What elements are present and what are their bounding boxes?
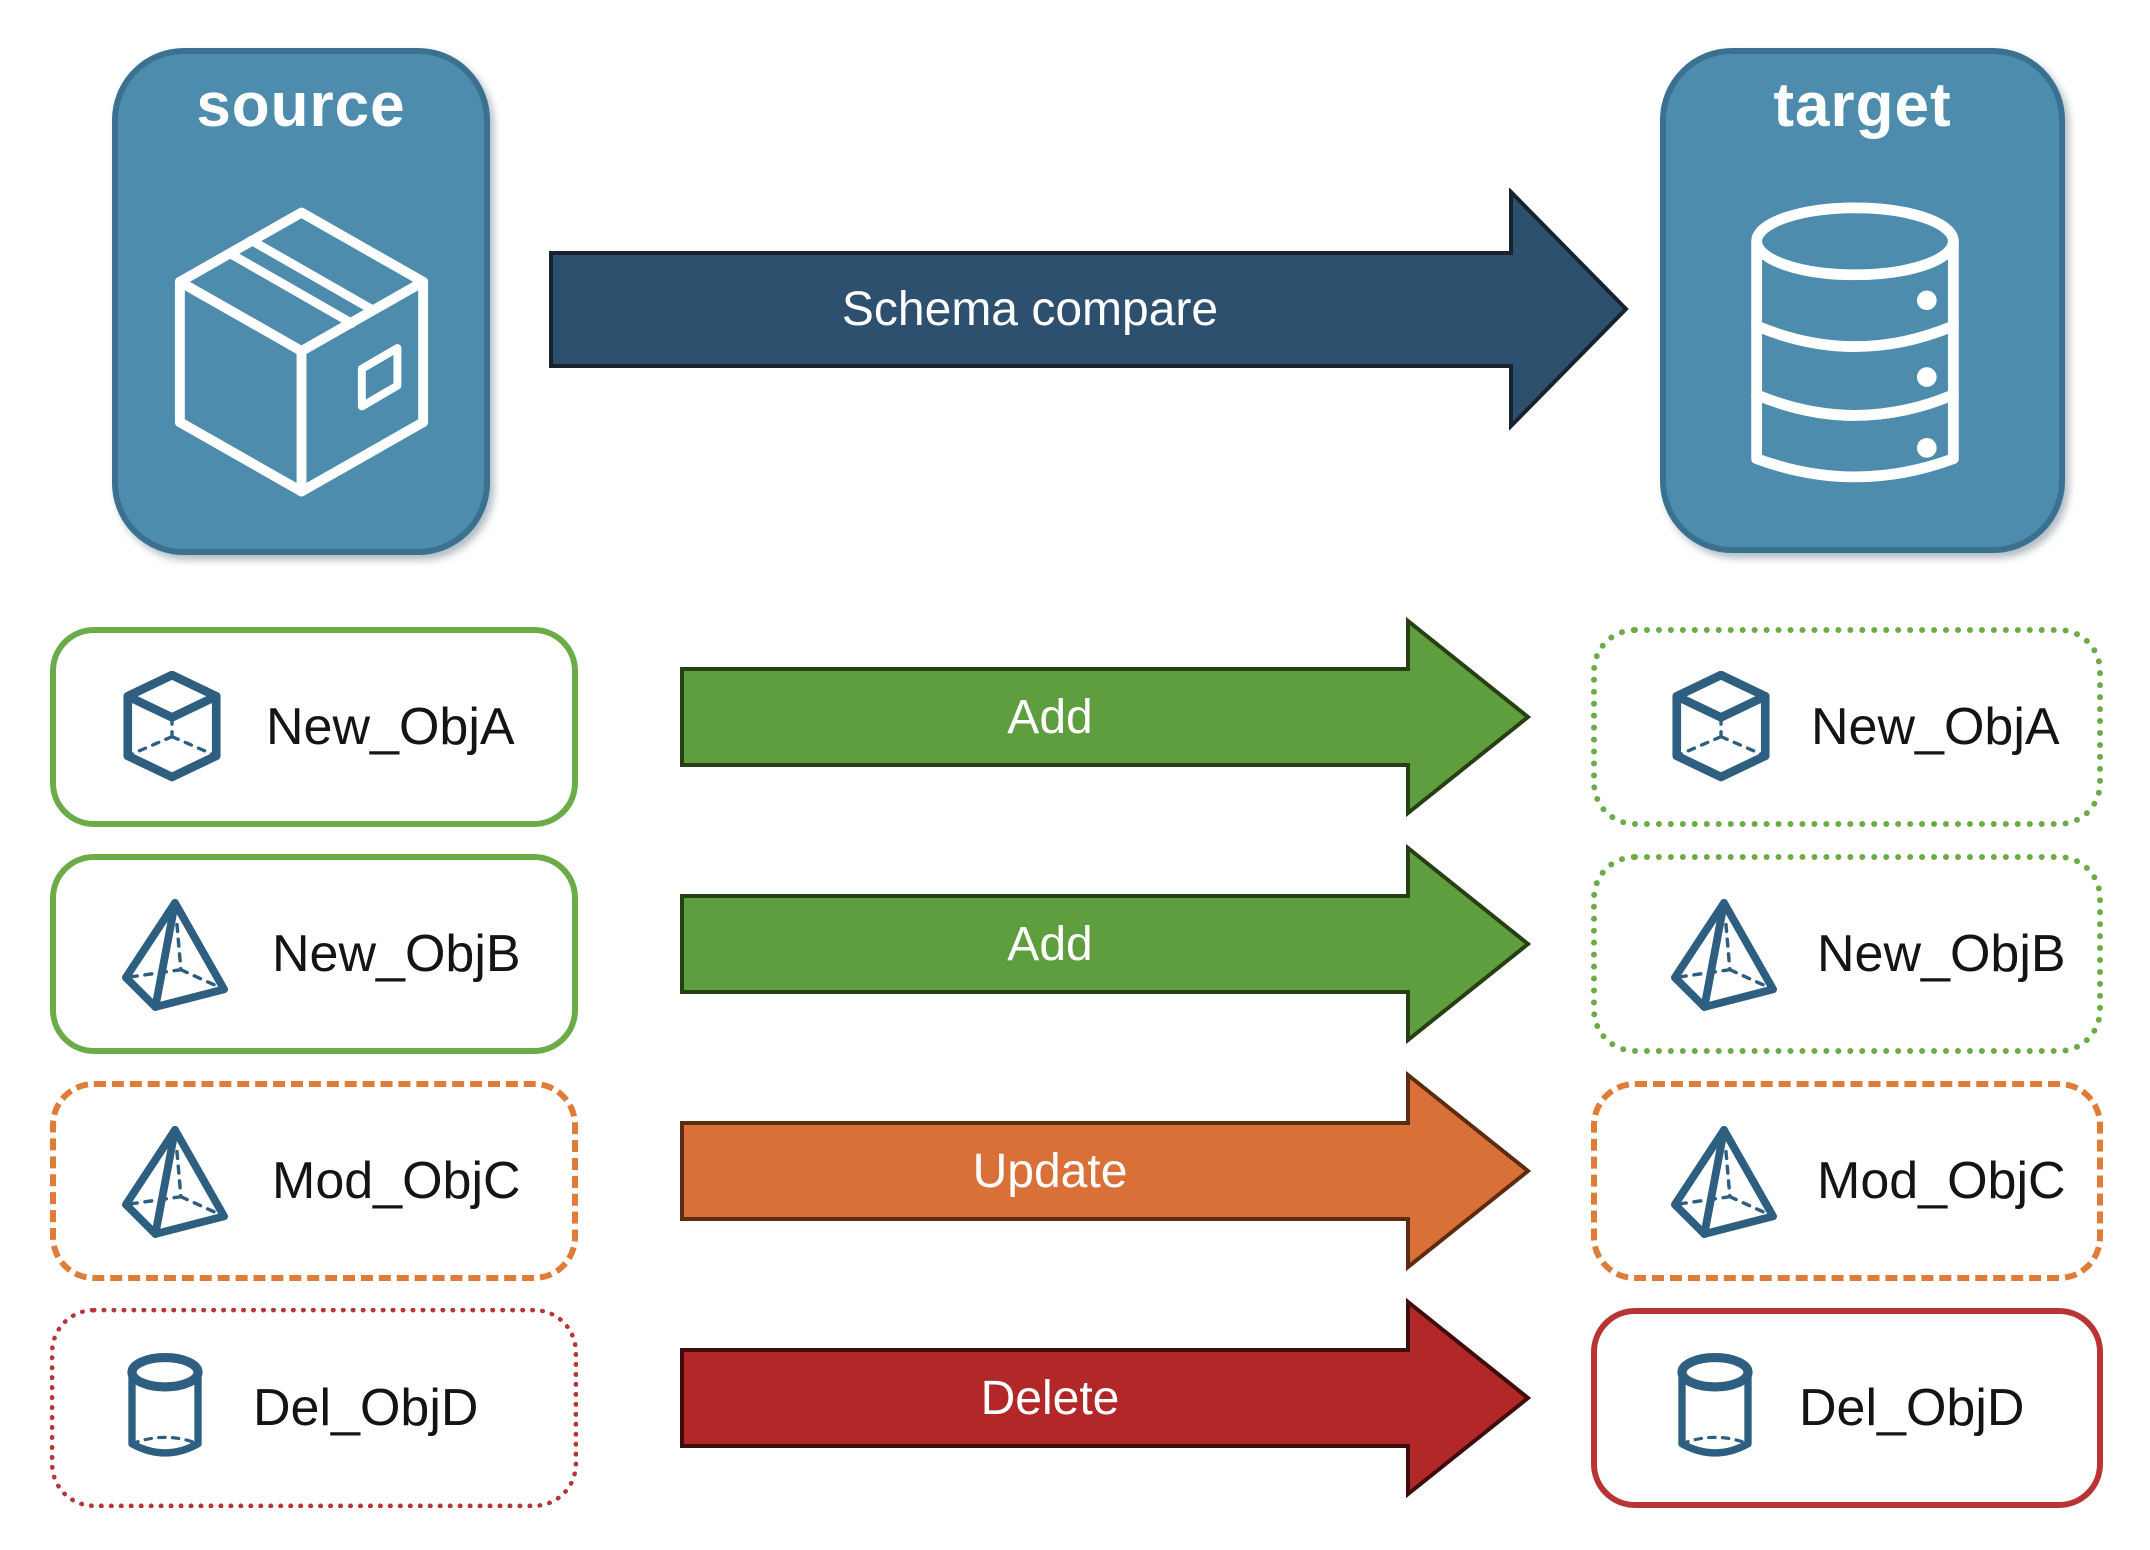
- target-node-label: target: [1773, 71, 1952, 140]
- target-object-box-del-objd: Del_ObjD: [1591, 1308, 2103, 1508]
- action-label: Add: [1007, 918, 1092, 971]
- cylinder-icon: [1677, 1353, 1753, 1457]
- target-object-box-new-objb: New_ObjB: [1591, 854, 2103, 1054]
- action-arrow-update-row3: Update: [680, 1071, 1532, 1271]
- action-label: Update: [973, 1145, 1128, 1198]
- object-label: Mod_ObjC: [272, 1152, 521, 1210]
- source-object-box-mod-objc: Mod_ObjC: [50, 1081, 578, 1281]
- object-label: Del_ObjD: [1799, 1379, 2025, 1437]
- pyramid-icon: [122, 899, 228, 1011]
- arrow-shape: [680, 844, 1532, 1044]
- object-label: Mod_ObjC: [1817, 1152, 2066, 1210]
- object-label: Del_ObjD: [253, 1379, 479, 1437]
- schema-compare-arrow-shape: [549, 188, 1629, 430]
- pyramid-icon: [1671, 899, 1777, 1011]
- object-label: New_ObjA: [266, 698, 515, 756]
- action-label: Delete: [981, 1372, 1120, 1425]
- action-arrow-add-row2: Add: [680, 844, 1532, 1044]
- object-label: New_ObjB: [272, 925, 521, 983]
- target-node: target: [1660, 48, 2065, 553]
- target-object-box-new-obja: New_ObjA: [1591, 627, 2103, 827]
- cylinder-icon: [127, 1353, 203, 1457]
- source-node-label: source: [196, 71, 406, 140]
- database-icon: [1751, 202, 1959, 483]
- action-label: Add: [1007, 691, 1092, 744]
- source-node: source: [112, 48, 490, 555]
- source-object-box-new-objb: New_ObjB: [50, 854, 578, 1054]
- action-arrow-add-row1: Add: [680, 617, 1532, 817]
- schema-compare-label: Schema compare: [842, 283, 1218, 336]
- arrow-shape: [680, 1071, 1532, 1271]
- object-label: New_ObjB: [1817, 925, 2066, 983]
- schema-compare-arrow: Schema compare: [549, 188, 1629, 430]
- cube-icon: [1672, 671, 1770, 782]
- cube-icon: [123, 671, 221, 782]
- action-arrow-delete-row4: Delete: [680, 1298, 1532, 1498]
- object-label: New_ObjA: [1811, 698, 2060, 756]
- arrow-shape: [680, 1298, 1532, 1498]
- source-object-box-del-objd: Del_ObjD: [50, 1308, 578, 1508]
- package-icon: [174, 207, 429, 497]
- pyramid-icon: [1671, 1126, 1777, 1238]
- source-object-box-new-obja: New_ObjA: [50, 627, 578, 827]
- arrow-shape: [680, 617, 1532, 817]
- target-object-box-mod-objc: Mod_ObjC: [1591, 1081, 2103, 1281]
- pyramid-icon: [122, 1126, 228, 1238]
